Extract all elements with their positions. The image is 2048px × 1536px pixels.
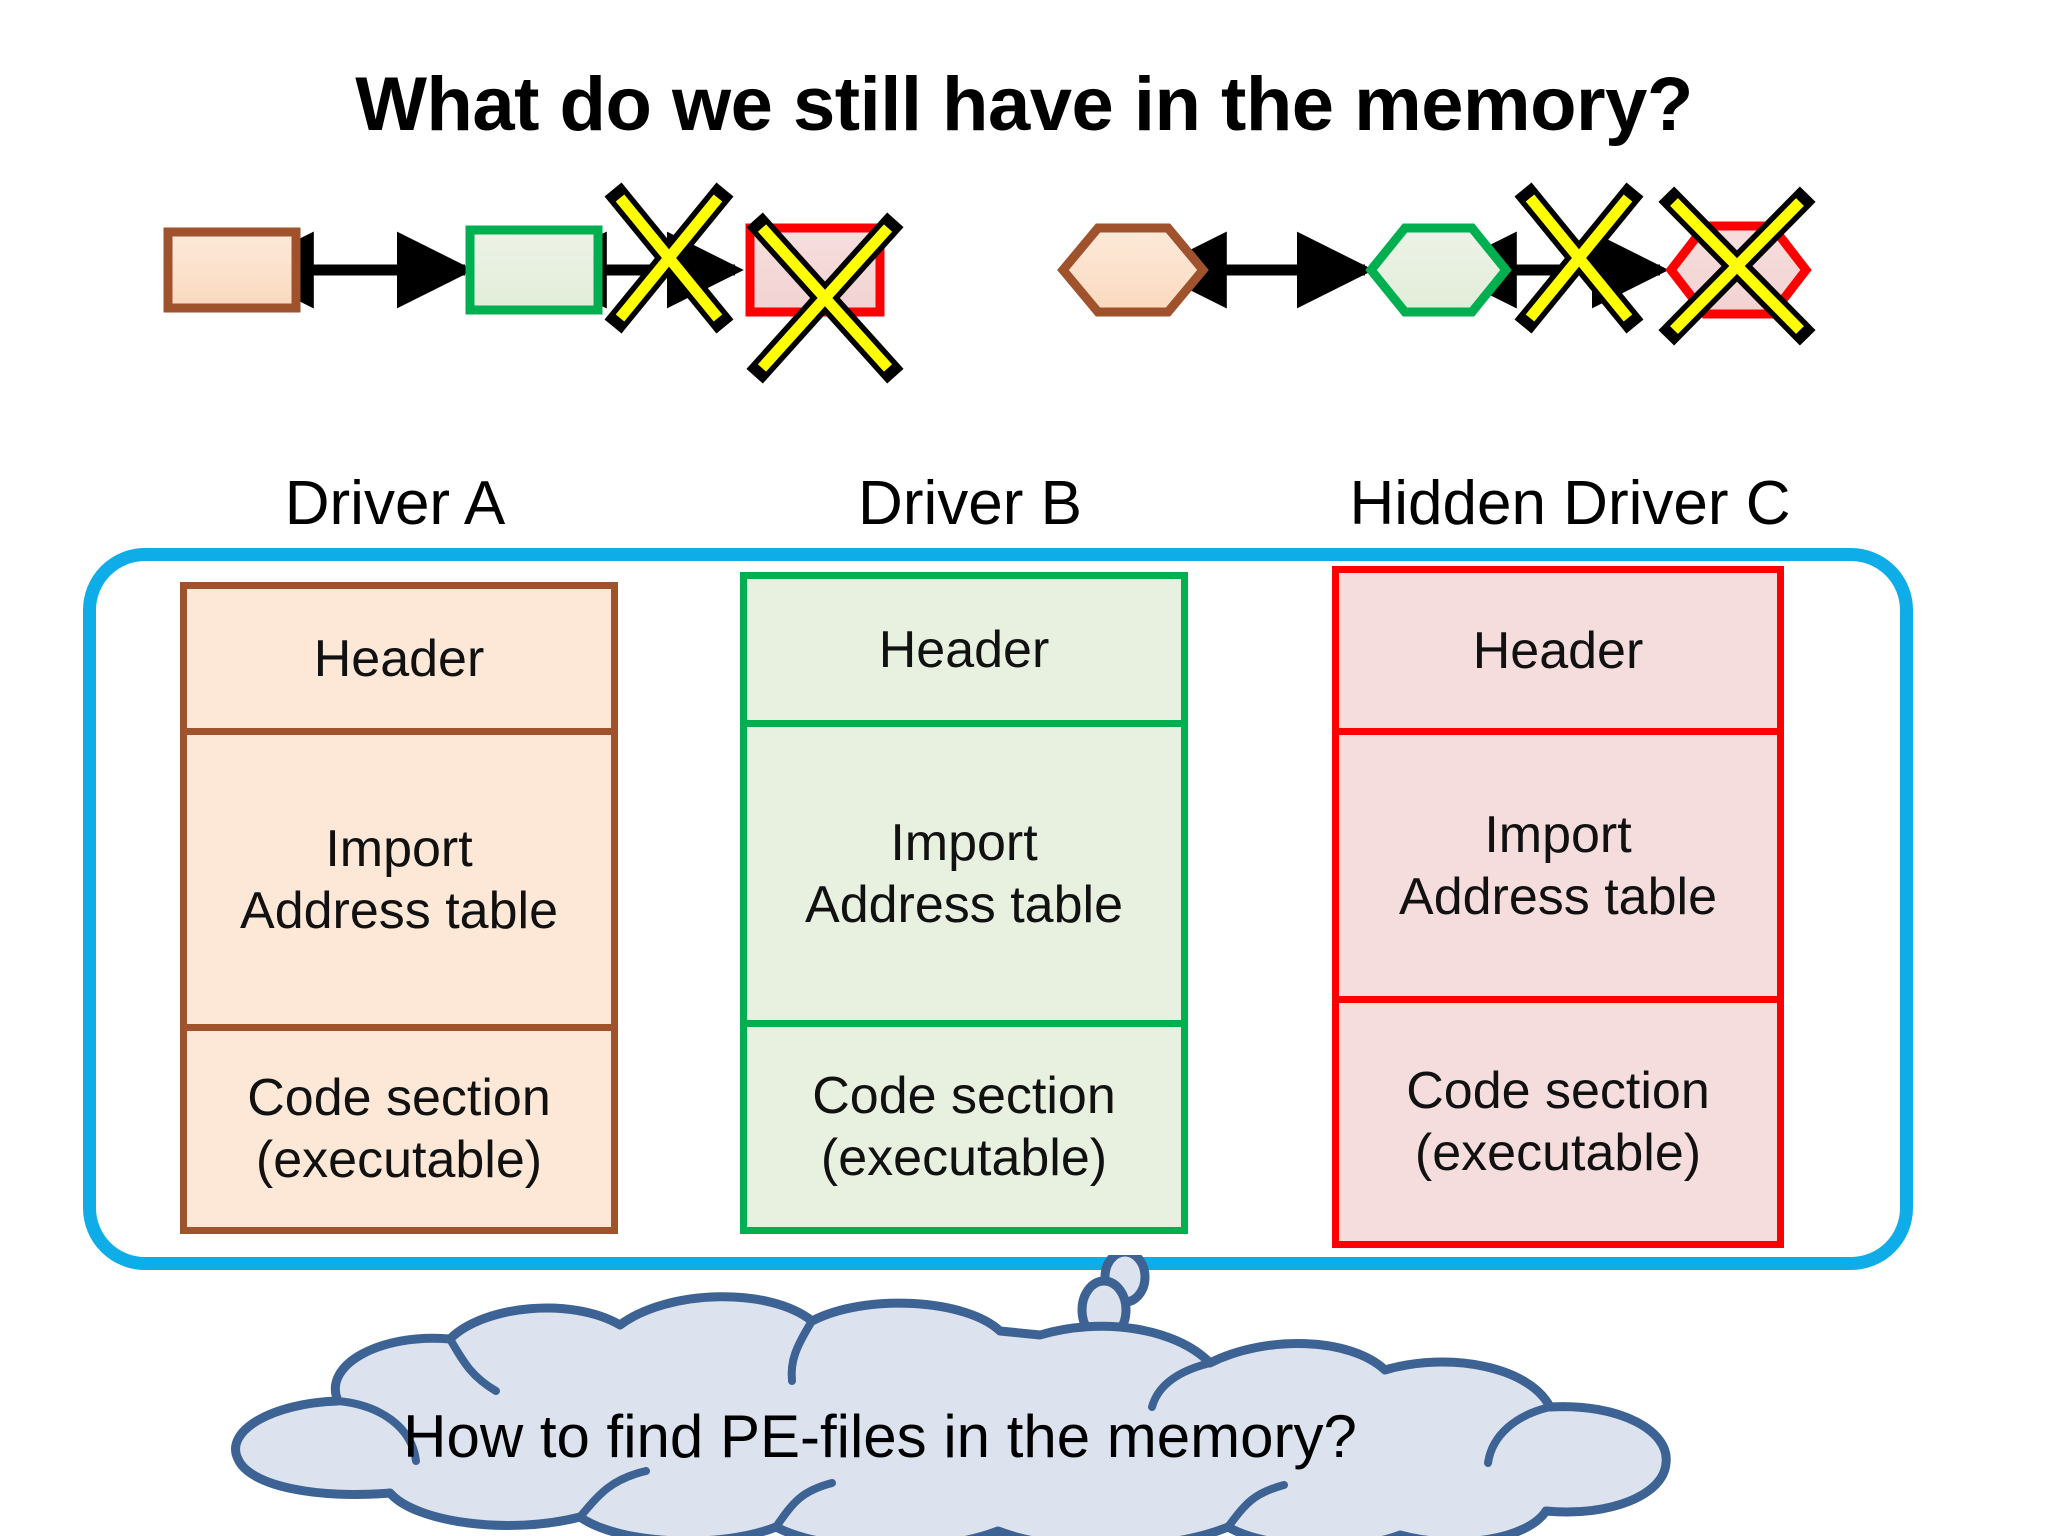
pe-segment-header: Header (747, 579, 1181, 727)
thought-cloud (231, 1255, 1671, 1536)
pe-segment-header: Header (1339, 573, 1777, 735)
pe-box-driver-b: Header Import Address table Code section… (740, 572, 1188, 1234)
pe-segment-import-address-table: Import Address table (187, 735, 611, 1031)
pe-box-driver-a: Header Import Address table Code section… (180, 582, 618, 1234)
pe-segment-import-address-table: Import Address table (747, 727, 1181, 1027)
cloud-scallop-lines (334, 1317, 1554, 1531)
pe-segment-header: Header (187, 589, 611, 735)
driver-b-hex-node (1365, 223, 1512, 317)
pe-segment-code-section: Code section (executable) (247, 1069, 551, 1189)
thought-cloud-body (231, 1292, 1671, 1536)
driver-c-hex-cross-icon (1658, 186, 1816, 346)
thought-cloud-text: How to find PE-files in the memory? (403, 1403, 1357, 1470)
link-b-c-cross-icon (604, 182, 734, 334)
pe-segment-code-section: Code section (executable) (1406, 1062, 1710, 1182)
driver-label-a: Driver A (284, 469, 506, 538)
driver-b-node (465, 225, 603, 315)
driver-row-rectangles (163, 182, 904, 384)
driver-label-b: Driver B (858, 469, 1082, 538)
driver-link-diagram (163, 182, 1816, 384)
driver-c-cross-icon (746, 212, 904, 384)
pe-box-driver-c: Header Import Address table Code section… (1332, 566, 1784, 1248)
pe-segment-import-address-table: Import Address table (1339, 735, 1777, 1003)
driver-label-c: Hidden Driver C (1349, 469, 1791, 538)
pe-segment-code-section: Code section (executable) (812, 1067, 1116, 1187)
driver-a-node (163, 227, 301, 313)
driver-a-hex-node (1057, 223, 1209, 317)
memory-region-outline (83, 548, 1913, 1270)
driver-row-hexagons (1057, 182, 1816, 346)
link-b-c-hex-cross-icon (1514, 182, 1644, 334)
page-title: What do we still have in the memory? (355, 62, 1693, 147)
